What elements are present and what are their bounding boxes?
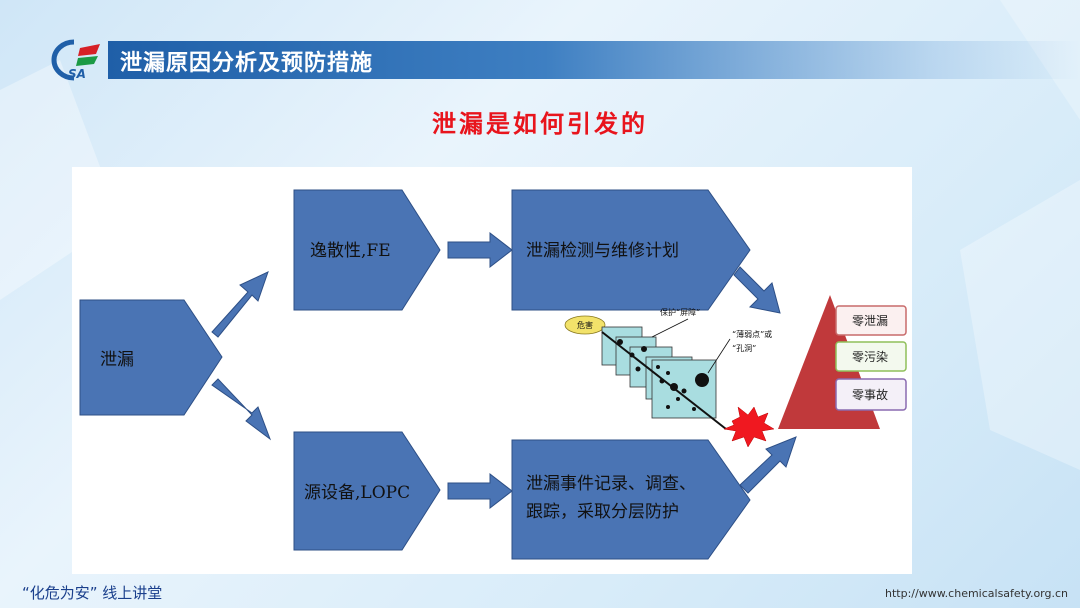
- arrow-lopc-to-incident: [447, 472, 513, 510]
- slide-subtitle: 泄漏是如何引发的: [432, 110, 648, 138]
- leak-start-label: 泄漏: [100, 350, 134, 370]
- swiss-cheese-model: 危害 保护“屏障” “薄弱点”或 “孔洞”: [564, 307, 775, 448]
- leak-cause-diagram: 泄漏 逸散性,FE 源设备,LOPC 泄漏检测与维修计划 泄漏事件记录、调查、 …: [79, 189, 907, 560]
- footer-url: http://www.chemicalsafety.org.cn: [885, 587, 1068, 600]
- goal-zero-accident: 零事故: [835, 378, 907, 411]
- arrow-down-branch: [211, 378, 272, 441]
- footer-course-name: “化危为安” 线上讲堂: [22, 584, 163, 602]
- weak-point-label-1: “薄弱点”或: [732, 329, 772, 339]
- lopc-shape: [293, 431, 441, 551]
- arrow-fe-to-ldar: [447, 231, 513, 269]
- incident-label-line1: 泄漏事件记录、调查、: [526, 474, 696, 494]
- weak-point-label-2: “孔洞”: [732, 343, 756, 353]
- incident-label-line2: 跟踪，采取分层防护: [526, 502, 679, 522]
- csa-logo: SA: [51, 39, 100, 81]
- fe-shape: [293, 189, 441, 311]
- arrow-incident-to-goals: [739, 436, 797, 494]
- hazard-oval: [564, 315, 606, 335]
- goal-zero-pollution-label: 零污染: [852, 349, 888, 364]
- ldar-label: 泄漏检测与维修计划: [526, 241, 679, 261]
- lopc-label: 源设备,LOPC: [304, 483, 410, 503]
- arrow-ldar-to-goals: [733, 266, 781, 314]
- fe-label: 逸散性,FE: [310, 241, 391, 261]
- explosion-burst: [723, 406, 775, 448]
- barrier-pointer: [651, 318, 689, 338]
- page-title: 泄漏原因分析及预防措施: [120, 51, 374, 76]
- goal-zero-accident-label: 零事故: [852, 387, 888, 402]
- goal-zero-pollution: 零污染: [835, 341, 907, 372]
- logo-text: SA: [68, 67, 86, 81]
- diagram-panel: 泄漏 逸散性,FE 源设备,LOPC 泄漏检测与维修计划 泄漏事件记录、调查、 …: [72, 167, 912, 574]
- leak-start-shape: [79, 299, 223, 416]
- arrow-up-branch: [211, 271, 269, 338]
- header-bar: [108, 41, 1080, 79]
- ldar-shape: [511, 189, 751, 311]
- hazard-label: 危害: [577, 320, 593, 330]
- goal-zero-leak-label: 零泄漏: [852, 314, 888, 328]
- weak-point-pointer: [707, 338, 731, 374]
- hazard-trajectory: [601, 331, 727, 430]
- goal-zero-leak: 零泄漏: [835, 305, 907, 336]
- barrier-label: 保护“屏障”: [660, 307, 700, 317]
- incident-shape: [511, 439, 751, 560]
